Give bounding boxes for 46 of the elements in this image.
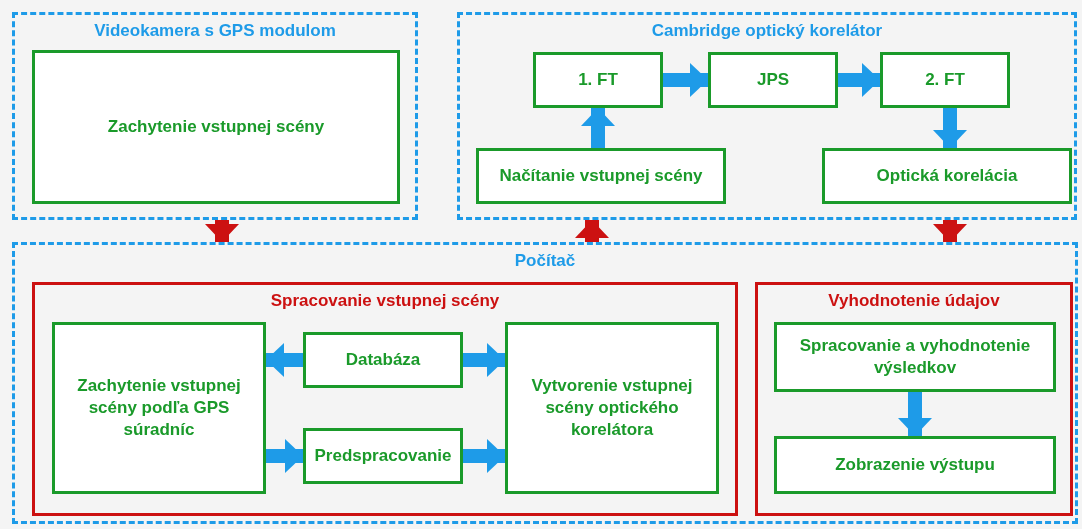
box-label: Spracovanie a vyhodnotenie výsledkov bbox=[798, 334, 1032, 379]
box-label: Načítanie vstupnej scény bbox=[499, 164, 703, 187]
block-arrow bbox=[266, 439, 303, 473]
process-box bbox=[303, 428, 463, 484]
process-box bbox=[774, 322, 1056, 392]
dashed-region bbox=[457, 12, 1077, 220]
block-arrow bbox=[205, 220, 239, 242]
box-label: Optická korelácia bbox=[876, 164, 1018, 187]
block-arrow bbox=[933, 220, 967, 242]
block-arrow bbox=[898, 392, 932, 436]
box-label: Predspracovanie bbox=[314, 444, 452, 467]
block-arrow bbox=[581, 108, 615, 148]
box-label: Vytvorenie vstupnej scény optického korelátora bbox=[530, 374, 694, 442]
region-title: Spracovanie vstupnej scény bbox=[270, 291, 500, 311]
box-label: 1. FT bbox=[578, 68, 618, 91]
process-box bbox=[32, 50, 400, 204]
process-box bbox=[303, 332, 463, 388]
box-label: Zobrazenie výstupu bbox=[835, 453, 995, 476]
process-box bbox=[774, 436, 1056, 494]
box-label: Zachytenie vstupnej scény podľa GPS súradníc bbox=[76, 374, 242, 442]
block-arrow bbox=[463, 439, 505, 473]
box-label: 2. FT bbox=[925, 68, 965, 91]
group-panel bbox=[32, 282, 738, 516]
process-box bbox=[533, 52, 663, 108]
block-arrow bbox=[838, 63, 880, 97]
box-label: Databáza bbox=[345, 348, 421, 371]
box-label: Zachytenie vstupnej scény bbox=[107, 115, 325, 138]
process-box bbox=[52, 322, 266, 494]
process-box bbox=[708, 52, 838, 108]
region-title: Vyhodnotenie údajov bbox=[828, 291, 1000, 311]
process-box bbox=[822, 148, 1072, 204]
process-box bbox=[505, 322, 719, 494]
process-box bbox=[476, 148, 726, 204]
process-box bbox=[880, 52, 1010, 108]
block-arrow bbox=[463, 343, 505, 377]
block-arrow bbox=[933, 108, 967, 148]
dashed-region bbox=[12, 242, 1078, 524]
block-arrow bbox=[663, 63, 708, 97]
group-panel bbox=[755, 282, 1073, 516]
region-title: Videokamera s GPS modulom bbox=[94, 21, 336, 41]
region-title: Počítač bbox=[514, 251, 576, 271]
box-label: JPS bbox=[756, 68, 790, 91]
block-arrow bbox=[575, 220, 609, 242]
dashed-region bbox=[12, 12, 418, 220]
block-arrow bbox=[266, 343, 303, 377]
region-title: Cambridge optický korelátor bbox=[651, 21, 883, 41]
